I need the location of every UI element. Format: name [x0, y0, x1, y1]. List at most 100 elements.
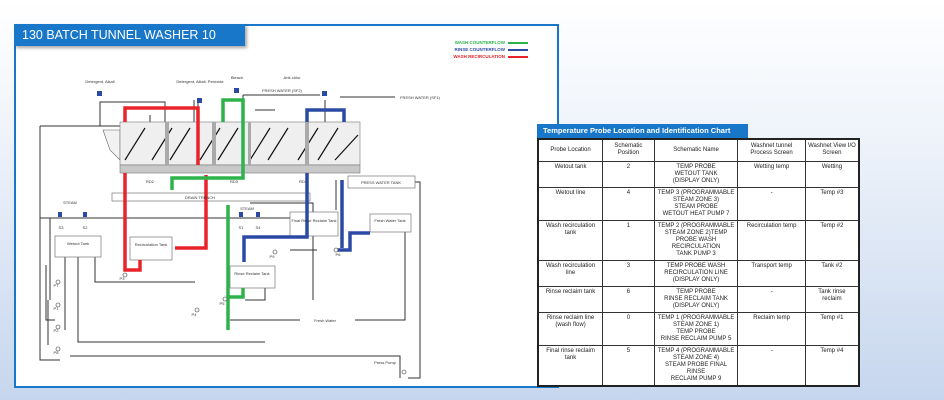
cell-process-screen: - [737, 285, 806, 313]
pump-icon [272, 249, 278, 255]
cell-process-screen: - [737, 344, 806, 386]
cell-io-screen: Tank rinse reclaim [804, 285, 860, 313]
label-fresh-water-tank: Fresh Water Tank [374, 218, 405, 223]
label-wetout-tank: Wetout Tank [67, 241, 89, 246]
label-s1: S1 [239, 225, 245, 230]
cell-probe-location: Wash recirculation tank [537, 219, 604, 261]
label-steam-right: STEAM [240, 206, 254, 211]
diagram-panel [14, 24, 559, 388]
legend-rinse-counterflow: RINSE COUNTERFLOW [455, 47, 506, 52]
valve-icon [83, 212, 87, 217]
legend-wash-recirculation: WASH RECIRCULATION [453, 54, 505, 59]
final-rinse-reclaim-tank-box [289, 211, 339, 237]
cell-probe-location: Wetout tank [537, 160, 604, 188]
wash-counterflow-line [170, 98, 245, 190]
label-rd1: RD1 [299, 179, 308, 184]
cell-schematic-position: 6 [602, 285, 655, 313]
label-s4: S4 [256, 225, 262, 230]
cell-io-screen: Temp #4 [804, 344, 860, 386]
table-header-row: Probe Location Schematic Position Schema… [537, 138, 860, 162]
pump-icon [55, 302, 61, 308]
cell-io-screen: Temp #1 [804, 311, 860, 346]
label-anti-chlor: Anti-chlor [284, 75, 302, 80]
cell-schematic-position: 1 [602, 219, 655, 261]
cell-probe-location: Rinse reclaim tank [537, 285, 604, 313]
recirculation-tank-box [129, 236, 173, 261]
label-detergent-alkali-peroxide: Detergent, Alkali, Peroxide [176, 79, 224, 84]
cell-schematic-position: 2 [602, 160, 655, 188]
label-press-water-tank: PRESS WATER TANK [361, 180, 401, 185]
tunnel [102, 121, 361, 174]
cell-io-screen: Temp #2 [804, 219, 860, 261]
wash-recirculation-line [123, 106, 200, 165]
cell-probe-location: Rinse reclaim line (wash flow) [537, 311, 604, 346]
cell-probe-location: Wetout line [537, 186, 604, 221]
label-bleach: Bleach [231, 75, 243, 80]
cell-schematic-name: TEMP 2 (PROGRAMMABLE STEAM ZONE 2)TEMP P… [653, 219, 739, 261]
cell-schematic-position: 5 [602, 344, 655, 386]
label-p5: P5 [220, 301, 226, 306]
label-final-rinse-reclaim-tank: Final Rinse Reclaim Tank [291, 218, 336, 223]
flow-lines [123, 98, 370, 330]
label-fresh-water-sf1: FRESH WATER (SF1) [400, 95, 440, 100]
probe-chart-title: Temperature Probe Location and Identific… [537, 124, 748, 138]
cell-process-screen: - [737, 186, 806, 221]
cell-process-screen: Reclaim temp [737, 311, 806, 346]
valve-icon [239, 212, 243, 217]
label-s2: S2 [83, 225, 89, 230]
cell-schematic-name: TEMP PROBE WASH RECIRCULATION LINE (DISP… [653, 259, 739, 287]
pump-icon [55, 346, 61, 352]
press-water-tank-box [347, 175, 416, 189]
probe-chart-table: Probe Location Schematic Position Schema… [537, 138, 860, 387]
valve-icon [58, 212, 62, 217]
pump-icon [222, 296, 228, 302]
cell-schematic-name: TEMP PROBE WETOUT TANK (DISPLAY ONLY) [653, 160, 739, 188]
valve-icon [256, 212, 260, 217]
label-drain-trench: DRAIN TRENCH [185, 195, 215, 200]
label-s3: S3 [59, 225, 65, 230]
pump-icon [55, 324, 61, 330]
rinse-reclaim-tank-box [229, 265, 276, 289]
rinse-counterflow-line [305, 108, 346, 122]
fresh-water-tank-box [369, 213, 412, 233]
label-detergent-alkali: Detergent, Alkali [85, 79, 114, 84]
label-p2: P2 [54, 328, 60, 333]
legend: WASH COUNTERFLOW RINSE COUNTERFLOW WASH … [453, 40, 528, 59]
pump-icon [401, 369, 407, 375]
diagram-title: 130 BATCH TUNNEL WASHER 10 CHAMBER [14, 24, 245, 64]
valve-icon [322, 91, 327, 96]
cell-io-screen: Temp #3 [804, 186, 860, 221]
label-p6: P6 [336, 252, 342, 257]
label-p7: P7 [54, 283, 60, 288]
valve-icons [58, 88, 327, 217]
label-steam-left: STEAM [63, 200, 77, 205]
label-p3: P3 [120, 276, 126, 281]
label-rd3: RD3 [230, 179, 239, 184]
label-rd2: RD2 [146, 179, 155, 184]
label-fresh-water-sf2: FRESH WATER (SF2) [262, 88, 302, 93]
cell-process-screen: Transport temp [737, 259, 806, 287]
valve-icon [197, 98, 202, 103]
pump-icon [122, 272, 128, 278]
pump-icon [55, 279, 61, 285]
col-process-screen: Washnet tunnel Process Screen [737, 138, 806, 162]
cell-probe-location: Wash recirculation line [537, 259, 604, 287]
pump-icons [55, 247, 407, 375]
col-probe-location: Probe Location [537, 138, 604, 162]
cell-schematic-position: 0 [602, 311, 655, 346]
label-fresh-water: Fresh Water [314, 318, 337, 323]
col-schematic-position: Schematic Position [602, 138, 655, 162]
wetout-tank-box [54, 235, 102, 258]
label-recirculation-tank: Recirculation Tank [135, 242, 168, 247]
cell-schematic-name: TEMP 3 (PROGRAMMABLE STEAM ZONE 3) STEAM… [653, 186, 739, 221]
col-io-screen: Washnet View I/O Screen [804, 138, 860, 162]
cell-io-screen: Tank #2 [804, 259, 860, 287]
cell-probe-location: Final rinse reclaim tank [537, 344, 604, 386]
